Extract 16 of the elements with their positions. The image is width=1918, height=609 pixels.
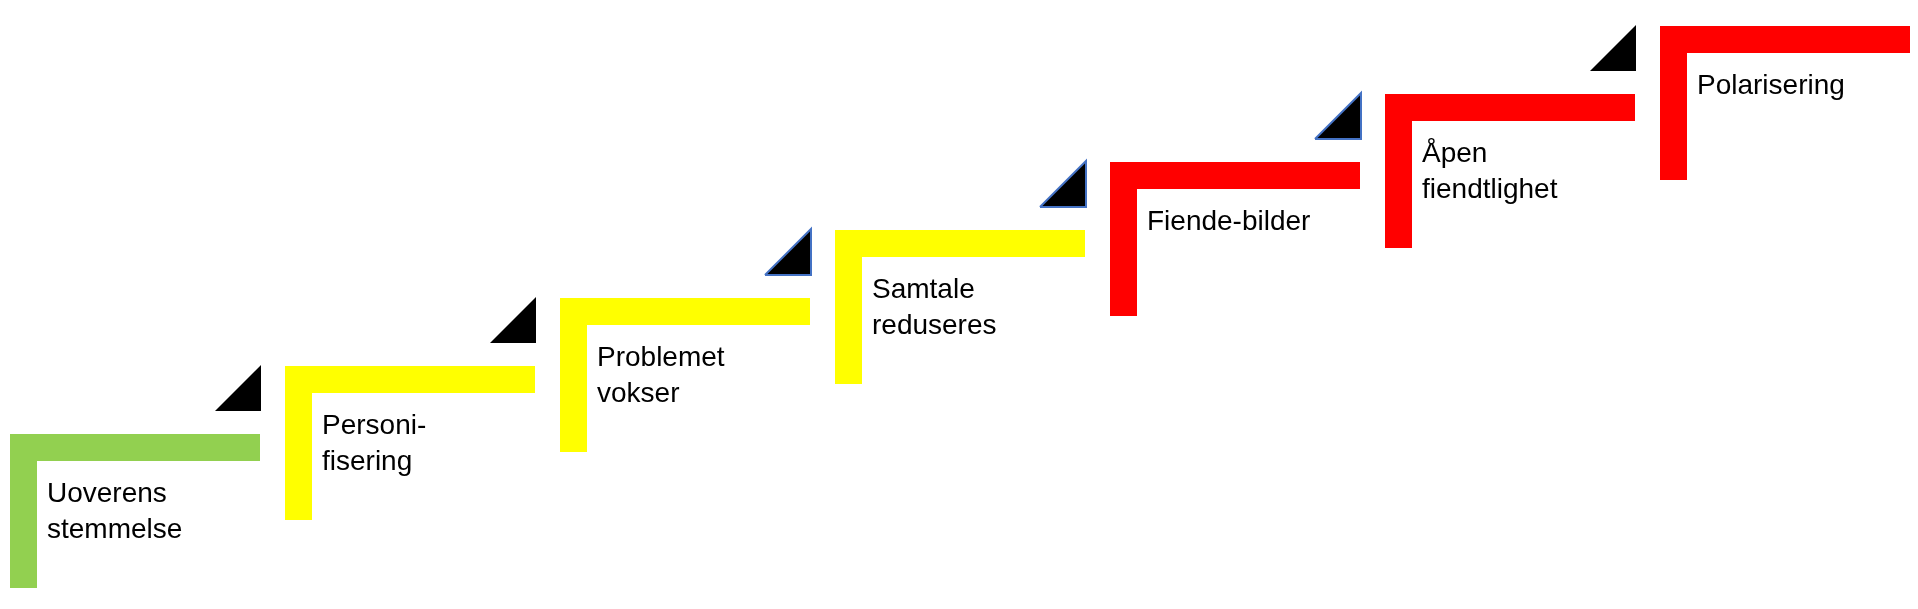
step-label: Personi- fisering (322, 408, 428, 478)
step-shape (835, 230, 1085, 384)
step-label: Problemet vokser (597, 340, 726, 410)
step-label: Åpen fiendtlighet (1422, 136, 1559, 206)
step-label: Fiende-bilder (1147, 204, 1312, 238)
triangle-arrow (490, 297, 536, 343)
step-shape (1110, 162, 1360, 316)
step-shape (10, 434, 260, 588)
step-label: Polarisering (1697, 68, 1846, 102)
triangle-arrow (215, 365, 261, 411)
triangle-arrow (1590, 25, 1636, 71)
step-shape (1660, 26, 1910, 180)
step-shape (560, 298, 810, 452)
step-shape (1385, 94, 1635, 248)
step-shape (285, 366, 535, 520)
step-label: Samtale reduseres (872, 272, 998, 342)
